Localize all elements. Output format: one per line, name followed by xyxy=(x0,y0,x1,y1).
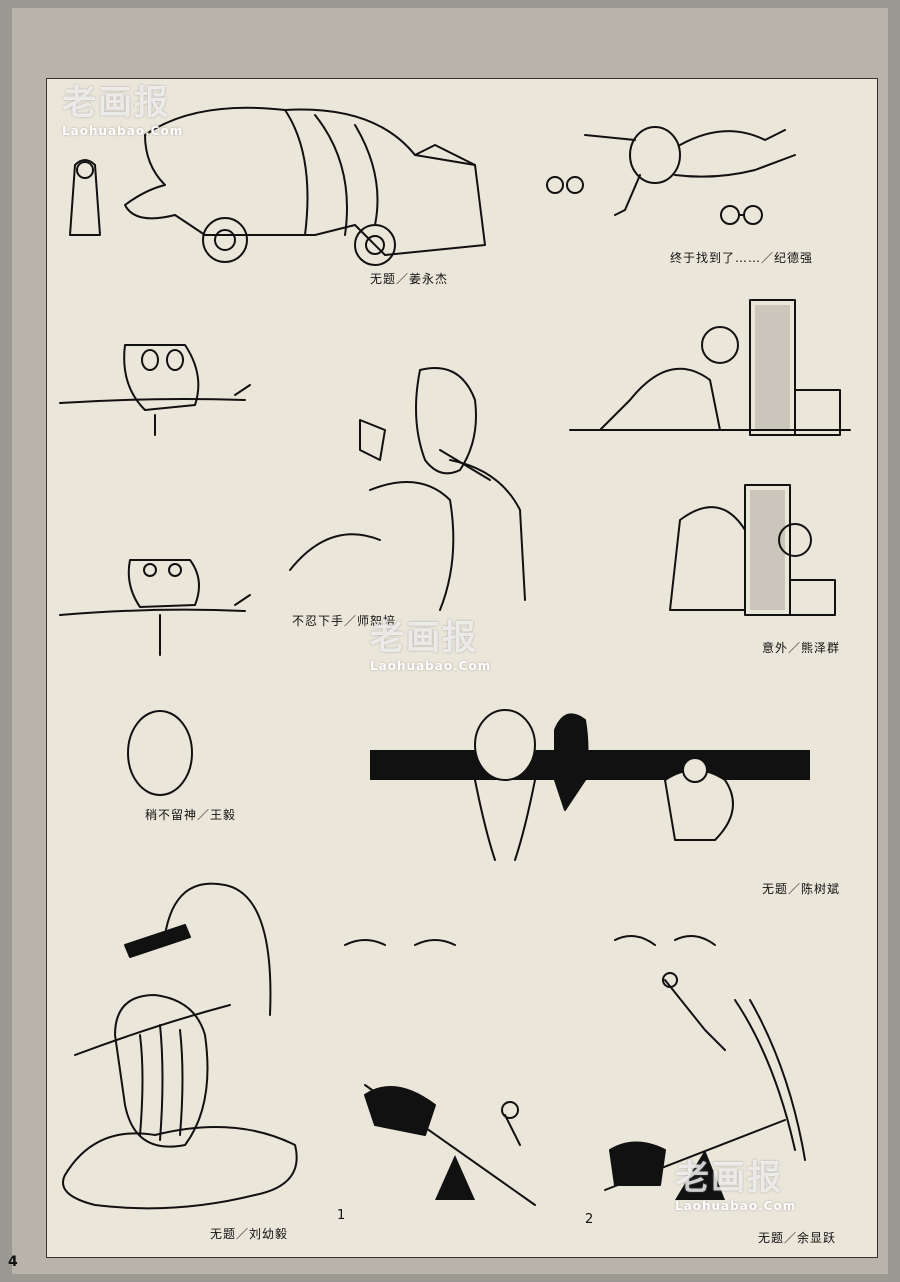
watermark-top-left: 老画报 Laohuabao.Com xyxy=(62,75,183,138)
caption-cartoon-2: 终于找到了……／纪德强 xyxy=(670,251,814,265)
watermark-url: Laohuabao.Com xyxy=(62,124,184,138)
caption-cartoon-6: 无题／陈树斌 xyxy=(762,882,841,896)
caption-cartoon-4: 意外／熊泽群 xyxy=(762,641,841,655)
cartoon-elephant-car-illustration xyxy=(69,106,486,266)
cartoon-searching-glasses-illustration xyxy=(546,126,796,225)
caption-cartoon-7: 无题／刘幼毅 xyxy=(210,1227,289,1241)
watermark-url: Laohuabao.Com xyxy=(370,659,492,673)
cartoon-seesaw-panel-2-illustration xyxy=(604,935,806,1200)
panel-number-2: 2 xyxy=(585,1212,594,1227)
watermark-url: Laohuabao.Com xyxy=(675,1199,797,1213)
watermark-title: 老画报 xyxy=(370,618,478,658)
caption-cartoon-8: 无题／余显跃 xyxy=(758,1231,837,1245)
caption-cartoon-3: 不忍下手／师恕培 xyxy=(292,614,397,628)
cartoon-barber-illustration xyxy=(289,367,526,611)
watermark-bottom-right: 老画报 Laohuabao.Com xyxy=(675,1150,796,1213)
caption-cartoon-1: 无题／姜永杰 xyxy=(370,272,449,286)
cartoon-owl-branch-illustration xyxy=(59,344,251,656)
cartoon-egg-illustration xyxy=(127,710,193,796)
watermark-title: 老画报 xyxy=(675,1158,783,1198)
cartoon-frog-shower-illustration xyxy=(62,882,298,1210)
watermark-center: 老画报 Laohuabao.Com xyxy=(370,610,491,673)
panel-number-1: 1 xyxy=(337,1208,346,1223)
cartoon-seesaw-panel-1-illustration xyxy=(344,939,536,1206)
cartoon-beach-illustration xyxy=(370,709,810,861)
caption-cartoon-5: 稍不留神／王毅 xyxy=(145,808,237,822)
watermark-title: 老画报 xyxy=(62,83,170,123)
cartoon-wall-surprise-illustration xyxy=(569,299,851,616)
page-number: 4 xyxy=(8,1254,18,1270)
